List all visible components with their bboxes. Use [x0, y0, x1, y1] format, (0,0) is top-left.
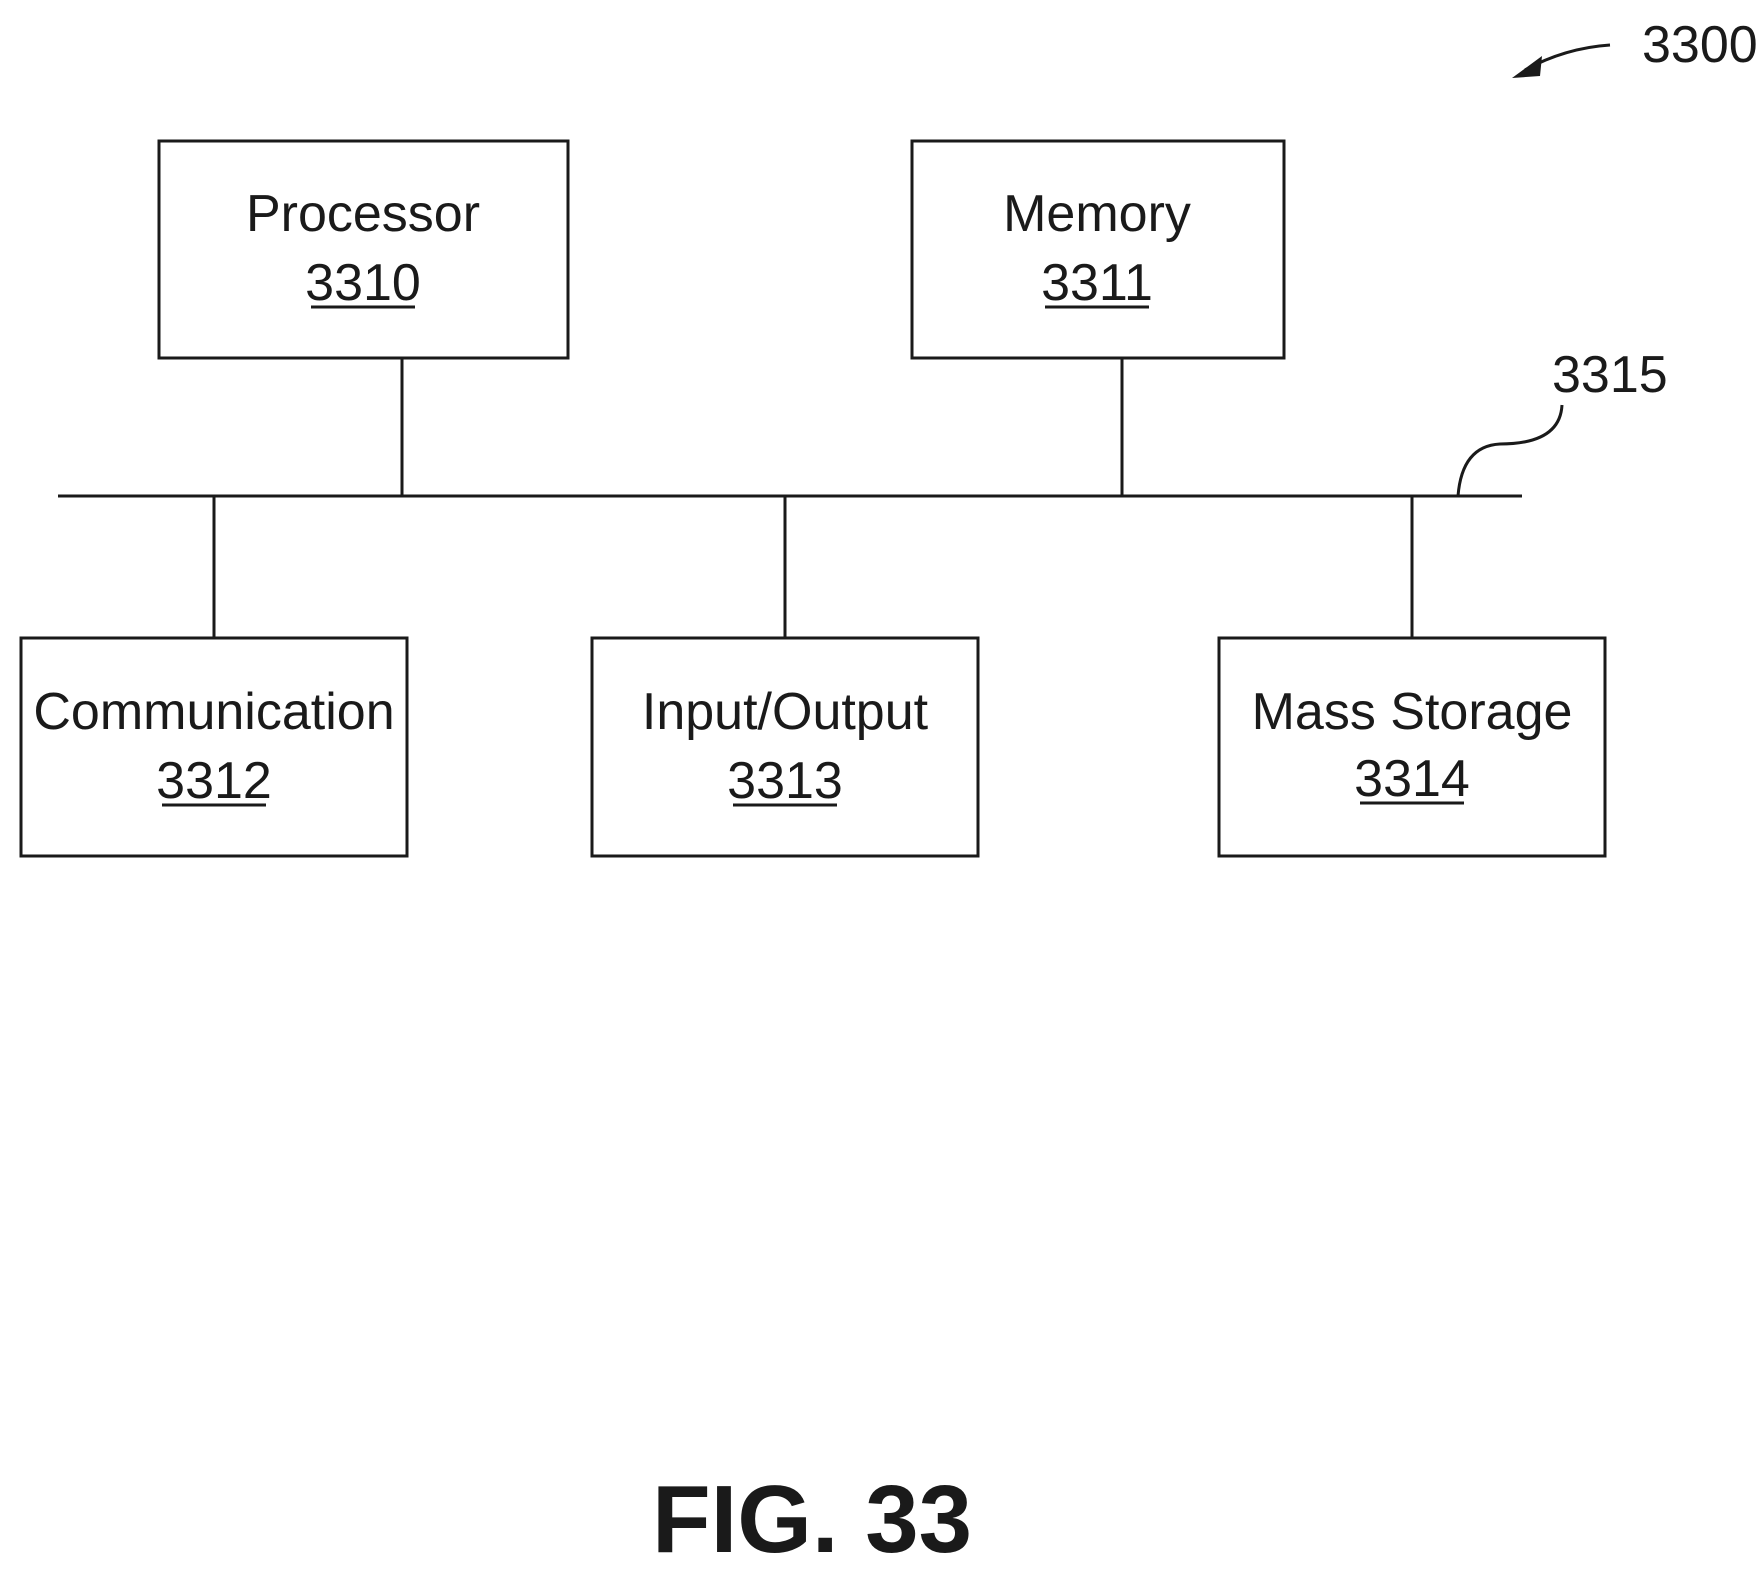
figure-ref-arrowhead-icon — [1512, 56, 1542, 78]
memory-label: Memory — [1003, 185, 1191, 243]
communication-label: Communication — [33, 683, 394, 741]
bus-ref-leader — [1458, 405, 1562, 496]
processor-label: Processor — [246, 185, 480, 243]
mass-storage-box — [1219, 638, 1605, 856]
mass-storage-block: Mass Storage 3314 — [1219, 638, 1605, 856]
input-output-ref: 3313 — [727, 752, 843, 810]
memory-block: Memory 3311 — [912, 141, 1284, 358]
bus-ref-number: 3315 — [1552, 346, 1668, 404]
input-output-box — [592, 638, 978, 856]
memory-ref: 3311 — [1041, 254, 1153, 312]
processor-ref: 3310 — [305, 254, 421, 312]
input-output-block: Input/Output 3313 — [592, 638, 978, 856]
communication-block: Communication 3312 — [21, 638, 407, 856]
input-output-label: Input/Output — [642, 683, 929, 741]
communication-ref: 3312 — [156, 752, 272, 810]
mass-storage-ref: 3314 — [1354, 750, 1470, 808]
memory-box — [912, 141, 1284, 358]
processor-block: Processor 3310 — [159, 141, 568, 358]
figure-caption: FIG. 33 — [652, 1466, 972, 1569]
figure-ref-number: 3300 — [1642, 16, 1758, 74]
mass-storage-label: Mass Storage — [1252, 683, 1573, 741]
communication-box — [21, 638, 407, 856]
processor-box — [159, 141, 568, 358]
